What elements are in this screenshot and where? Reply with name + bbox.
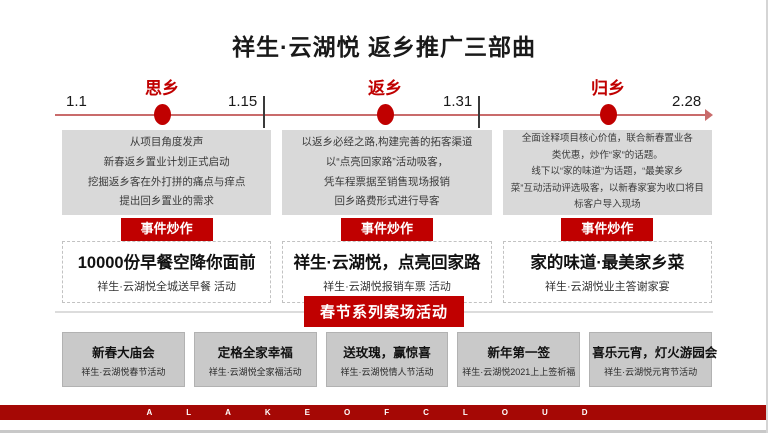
phase-columns: 从项目角度发声 新春返乡置业计划正式启动 挖掘返乡客在外打拼的痛点与痒点 提出回…: [62, 130, 712, 303]
event-card-title: 新春大庙会: [92, 346, 155, 360]
event-card-new-year-sign: 新年第一签 祥生·云湖悦2021上上签祈福: [457, 332, 581, 387]
event-hype-badge: 事件炒作: [340, 218, 433, 241]
event-box: 10000份早餐空降你面前 祥生·云湖悦全城送早餐 活动: [62, 240, 272, 303]
timeline-dot: [600, 104, 617, 125]
event-card-lantern-festival: 喜乐元宵，灯火游园会 祥生·云湖悦元宵节活动: [589, 332, 718, 387]
event-card-title: 定格全家幸福: [217, 346, 293, 360]
phase-column-2: 以返乡必经之路,构建完善的拓客渠道 以“点亮回家路”活动吸客， 凭车程票据至销售…: [282, 130, 492, 303]
phase-description: 全面诠释项目核心价值，联合新春置业各 类优惠，炒作“家”的话题。 线下以“家的味…: [502, 130, 712, 215]
timeline-date-end: 2.28: [672, 93, 702, 110]
event-card-subtitle: 祥生·云湖悦全家福活动: [208, 367, 302, 377]
divider-line: [464, 310, 714, 313]
phase-column-1: 从项目角度发声 新春返乡置业计划正式启动 挖掘返乡客在外打拼的痛点与痒点 提出回…: [62, 130, 272, 303]
section-banner: 春节系列案场活动: [304, 296, 465, 327]
footer-brand-word: CLOUD: [423, 407, 622, 417]
phase-column-3: 全面诠释项目核心价值，联合新春置业各 类优惠，炒作“家”的话题。 线下以“家的味…: [502, 130, 712, 303]
event-card-row: 新春大庙会 祥生·云湖悦春节活动 定格全家幸福 祥生·云湖悦全家福活动 送玫瑰，…: [62, 332, 718, 387]
section-banner-row: 春节系列案场活动: [55, 296, 714, 327]
event-card-subtitle: 祥生·云湖悦春节活动: [81, 367, 166, 377]
event-hype-badge: 事件炒作: [120, 218, 213, 241]
event-subtitle: 祥生·云湖悦业主答谢家宴: [544, 280, 670, 293]
event-card-subtitle: 祥生·云湖悦2021上上签祈福: [462, 367, 576, 377]
phase-label-sixiang: 思乡: [145, 79, 179, 98]
footer-brand-word: A: [146, 407, 187, 417]
divider-line: [55, 310, 304, 313]
event-subtitle: 祥生·云湖悦报销车票 活动: [323, 280, 451, 293]
slide-edge-bottom: [0, 430, 768, 433]
event-card-valentine: 送玫瑰，赢惊喜 祥生·云湖悦情人节活动: [325, 332, 449, 387]
timeline-dot: [377, 104, 394, 125]
timeline-date-2: 1.15: [228, 93, 258, 110]
phase-description: 以返乡必经之路,构建完善的拓客渠道 以“点亮回家路”活动吸客， 凭车程票据至销售…: [282, 130, 492, 215]
timeline-divider: [478, 96, 480, 128]
event-headline: 家的味道·最美家乡菜: [530, 253, 685, 272]
event-subtitle: 祥生·云湖悦全城送早餐 活动: [97, 280, 237, 293]
timeline-date-3: 1.31: [443, 93, 473, 110]
timeline-dot: [154, 104, 171, 125]
phase-description: 从项目角度发声 新春返乡置业计划正式启动 挖掘返乡客在外打拼的痛点与痒点 提出回…: [62, 130, 272, 215]
event-card-subtitle: 祥生·云湖悦元宵节活动: [604, 367, 698, 377]
timeline-date-start: 1.1: [66, 93, 87, 110]
phase-label-guixiang: 归乡: [591, 79, 625, 98]
arrow-right-icon: [705, 109, 713, 121]
phase-label-fanxiang: 返乡: [368, 79, 402, 98]
event-box: 家的味道·最美家乡菜 祥生·云湖悦业主答谢家宴: [502, 240, 712, 303]
event-headline: 10000份早餐空降你面前: [77, 253, 256, 272]
event-card-title: 喜乐元宵，灯火游园会: [592, 346, 718, 360]
event-card-subtitle: 祥生·云湖悦情人节活动: [340, 367, 434, 377]
event-card-family-photo: 定格全家幸福 祥生·云湖悦全家福活动: [193, 332, 317, 387]
event-card-title: 送玫瑰，赢惊喜: [343, 346, 431, 360]
event-card-temple-fair: 新春大庙会 祥生·云湖悦春节活动: [62, 332, 185, 387]
footer-brand-word: OF: [344, 407, 424, 417]
event-hype-badge: 事件炒作: [561, 218, 654, 241]
event-box: 祥生·云湖悦，点亮回家路 祥生·云湖悦报销车票 活动: [282, 240, 492, 303]
timeline-divider: [263, 96, 265, 128]
footer-brand-bar: A LAKE OF CLOUD: [0, 405, 768, 420]
event-card-title: 新年第一签: [487, 346, 551, 360]
slide-edge-right: [766, 0, 768, 433]
event-headline: 祥生·云湖悦，点亮回家路: [293, 253, 481, 272]
page-title: 祥生·云湖悦 返乡推广三部曲: [231, 34, 537, 60]
footer-brand-word: LAKE: [186, 407, 344, 417]
